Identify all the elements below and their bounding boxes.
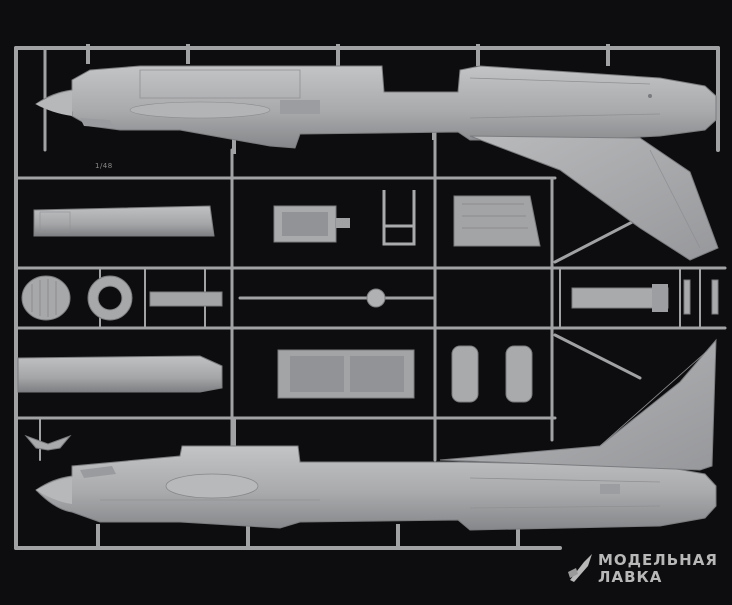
bracket-part bbox=[571, 284, 669, 312]
scale-marking: 1/48 bbox=[95, 162, 113, 170]
watermark-line-2: ЛАВКА bbox=[598, 568, 663, 586]
gear-leg-frame bbox=[382, 190, 416, 246]
engine-bay-part bbox=[277, 349, 415, 399]
lower-fuselage-half bbox=[35, 445, 717, 531]
intake-duct-lower bbox=[17, 355, 223, 393]
exhaust-can-part bbox=[21, 275, 71, 321]
upper-fin bbox=[469, 135, 719, 261]
fin-panel-line bbox=[649, 149, 701, 249]
hobby-knife-logo-icon bbox=[568, 554, 592, 582]
cockpit-part bbox=[273, 205, 350, 243]
tail-panel-line bbox=[599, 351, 707, 447]
ring-part bbox=[87, 275, 133, 321]
small-detail-part bbox=[149, 291, 223, 307]
pin-parts bbox=[683, 279, 719, 315]
winged-small-part bbox=[24, 434, 72, 451]
upper-fuselage-half bbox=[35, 65, 717, 149]
gear-door-parts bbox=[451, 345, 533, 403]
intake-duct-upper bbox=[33, 205, 215, 237]
wheel-well-part bbox=[453, 195, 541, 247]
round-hub-part bbox=[366, 288, 386, 308]
watermark-line-1: МОДЕЛЬНАЯ bbox=[598, 551, 718, 569]
watermark: МОДЕЛЬНАЯ ЛАВКА bbox=[566, 548, 726, 588]
